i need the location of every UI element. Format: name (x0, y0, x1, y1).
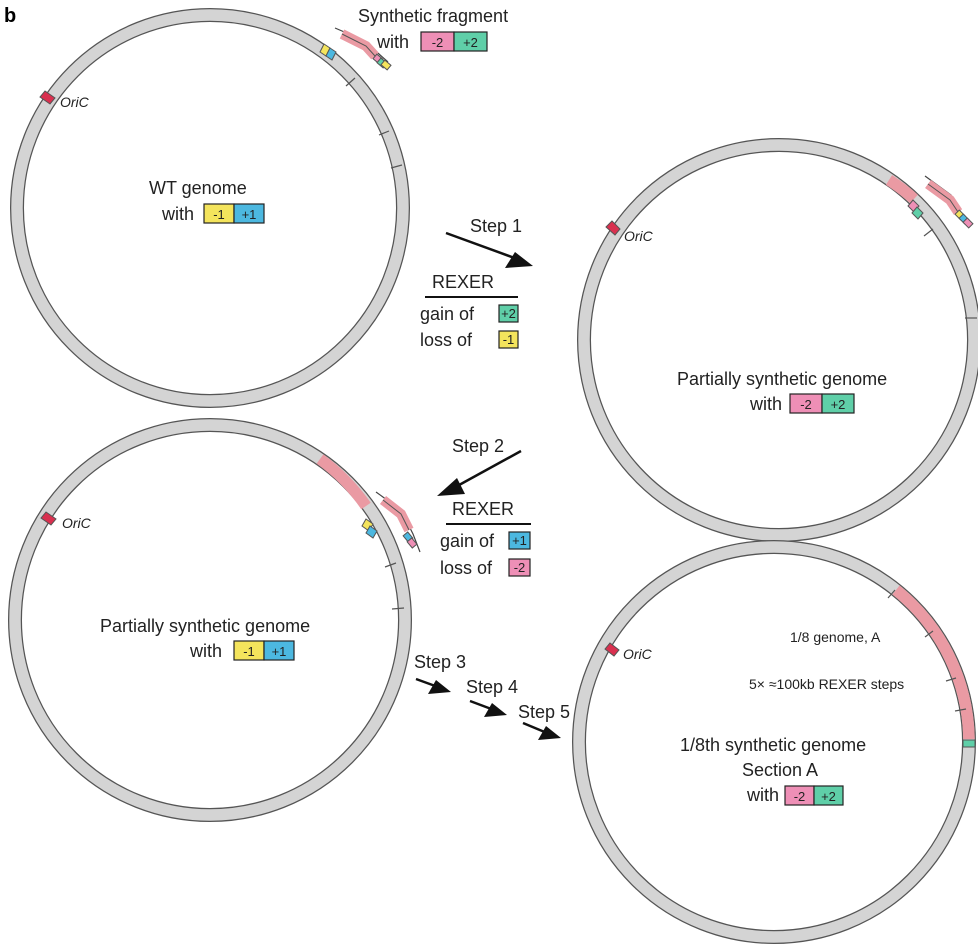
fragment-title: Synthetic fragment (358, 6, 508, 26)
section-a-genome-plasmid (572, 540, 976, 944)
oric-label: OriC (62, 515, 92, 531)
synthetic-fragment (334, 27, 392, 71)
wt-genome-plasmid: OriC (10, 8, 410, 408)
step3-label: Step 3 (414, 652, 466, 672)
step4-label: Step 4 (466, 677, 518, 697)
section-a-with: with (746, 785, 779, 805)
svg-text:+1: +1 (512, 533, 527, 548)
svg-text:-2: -2 (432, 35, 444, 50)
step2-arrow (437, 449, 522, 496)
fragment-with: with (376, 32, 409, 52)
partial-genome-2-with: with (189, 641, 222, 661)
synthetic-fragment-3 (375, 491, 421, 553)
partial1-marker-plus2 (821, 393, 855, 414)
oric-label: OriC (60, 94, 90, 110)
step5-arrow (522, 721, 561, 740)
step1-loss: loss of (420, 330, 473, 350)
partial-genome-plasmid-2 (8, 418, 412, 822)
svg-text:+1: +1 (242, 207, 257, 222)
wt-genome-title: WT genome (149, 178, 247, 198)
step1-label: Step 1 (470, 216, 522, 236)
svg-text:+2: +2 (501, 306, 516, 321)
step1-gain: gain of (420, 304, 475, 324)
oric-label: OriC (623, 646, 653, 662)
wt-marker-plus1 (233, 203, 265, 224)
svg-text:+2: +2 (463, 35, 478, 50)
svg-text:-1: -1 (213, 207, 225, 222)
section-label: 1/8 genome, A (790, 629, 881, 645)
step2-method: REXER (452, 499, 514, 519)
oric-marker (605, 220, 621, 236)
synthetic-fragment-2 (924, 175, 974, 229)
wt-genome-with: with (161, 204, 194, 224)
svg-text:-2: -2 (514, 560, 526, 575)
svg-text:+2: +2 (821, 789, 836, 804)
step2-loss-marker (508, 558, 531, 577)
step2-loss: loss of (440, 558, 493, 578)
partial-genome-2-title: Partially synthetic genome (100, 616, 310, 636)
svg-text:-2: -2 (794, 789, 806, 804)
step1-arrow (445, 231, 533, 268)
svg-text:+1: +1 (272, 644, 287, 659)
oric-marker (39, 90, 56, 105)
oric-marker (40, 511, 57, 526)
step1-gain-marker (498, 304, 519, 323)
step2-gain: gain of (440, 531, 495, 551)
oric-label: OriC (624, 228, 654, 244)
step3-arrow (415, 677, 451, 694)
partial-genome-1-with: with (749, 394, 782, 414)
fragment-marker-plus2 (453, 31, 488, 52)
partial-genome-1-title: Partially synthetic genome (677, 369, 887, 389)
oric-marker (604, 642, 620, 657)
partial-genome-plasmid-1 (577, 138, 978, 542)
step4-arrow (469, 699, 507, 717)
rexer-note: 5× ≈100kb REXER steps (749, 676, 904, 692)
svg-text:-2: -2 (800, 397, 812, 412)
step1-loss-marker (498, 330, 519, 349)
svg-text:+2: +2 (831, 397, 846, 412)
step2-label: Step 2 (452, 436, 504, 456)
section-a-title: 1/8th synthetic genome (680, 735, 866, 755)
section-a-subtitle: Section A (742, 760, 818, 780)
section-a-marker-plus2 (813, 785, 844, 806)
plus1-marker (325, 47, 337, 61)
svg-text:-1: -1 (243, 644, 255, 659)
partial2-marker-plus1 (263, 640, 295, 661)
panel-label: b (4, 5, 16, 27)
step5-label: Step 5 (518, 702, 570, 722)
step1-method: REXER (432, 272, 494, 292)
step2-gain-marker (508, 531, 531, 550)
svg-text:-1: -1 (503, 332, 515, 347)
